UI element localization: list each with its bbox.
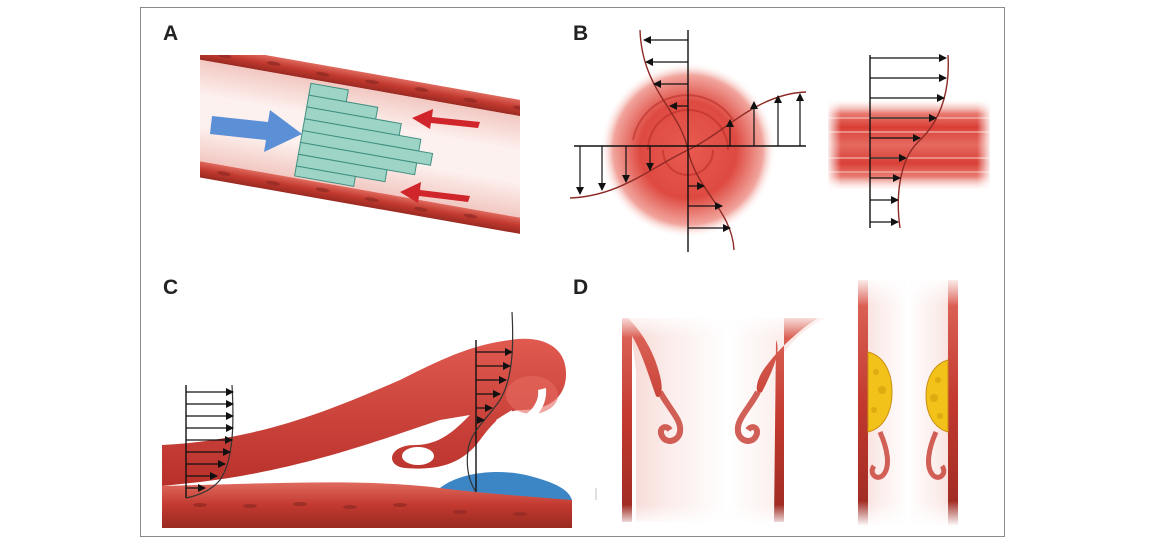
panel-d-right <box>856 276 960 526</box>
panel-b-tube <box>828 100 990 190</box>
stagnation-pocket <box>402 447 434 465</box>
panel-c-illustration <box>162 312 572 528</box>
panel-label-c: C <box>163 276 178 300</box>
panel-label-b: B <box>573 22 588 46</box>
panel-d-left <box>620 312 830 526</box>
panel-label-d: D <box>573 276 588 300</box>
panel-b-vortex <box>570 30 990 252</box>
panel-label-a: A <box>163 22 178 46</box>
